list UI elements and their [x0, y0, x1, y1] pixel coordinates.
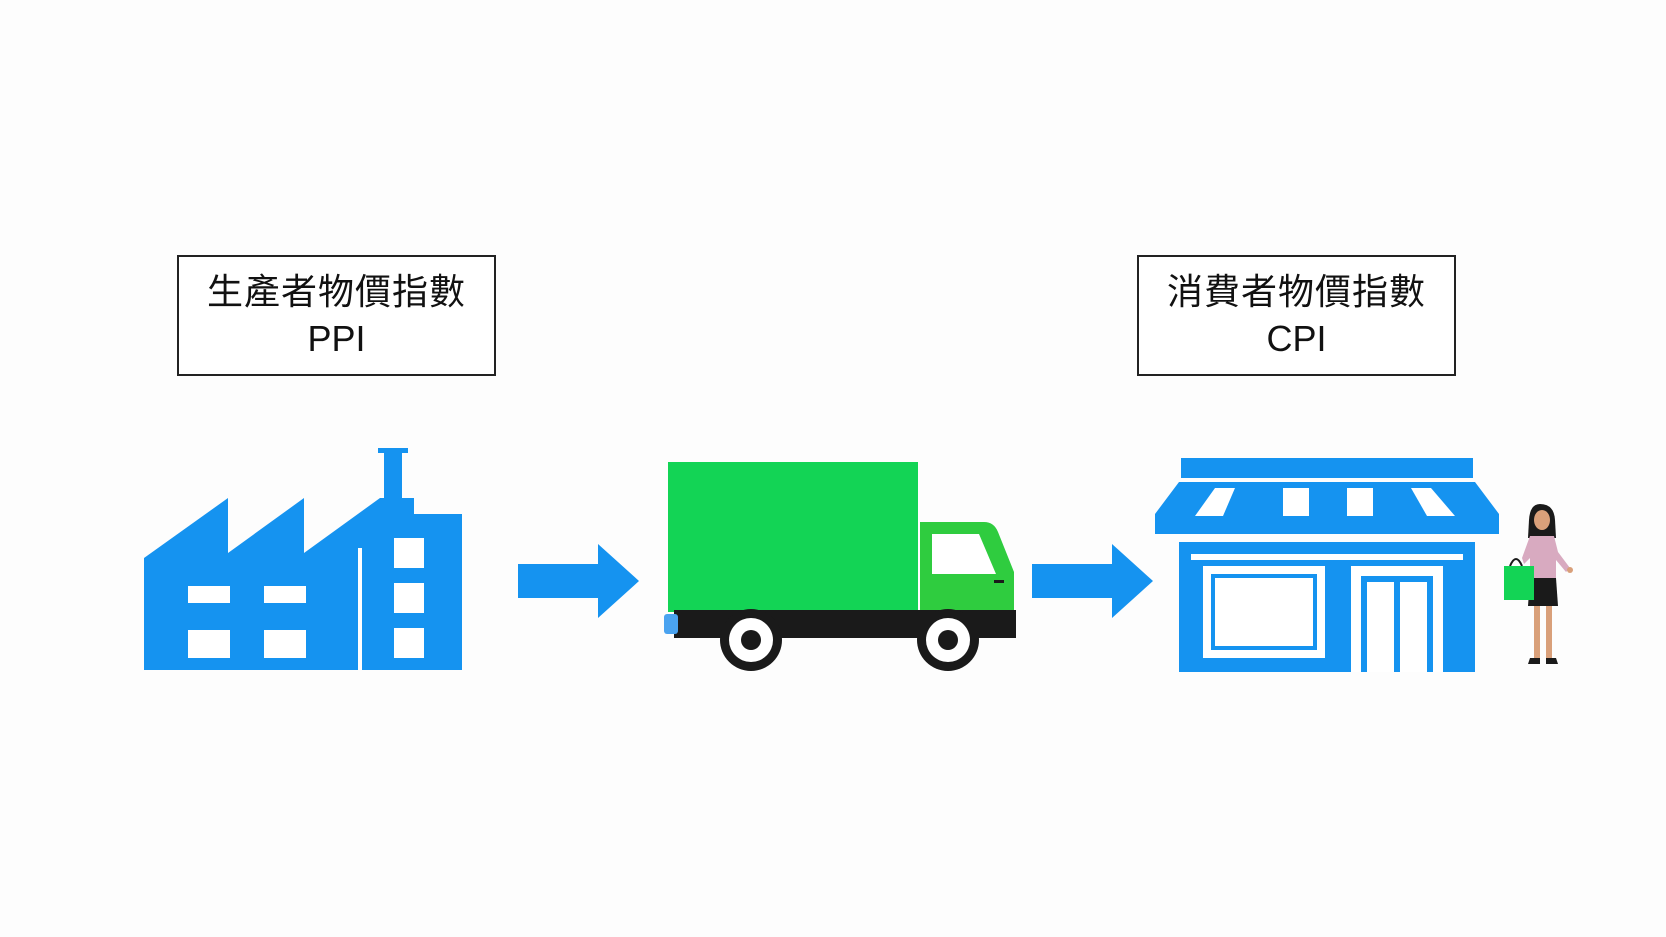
cpi-label-box: 消費者物價指數 CPI	[1137, 255, 1456, 376]
ppi-abbr: PPI	[307, 317, 366, 359]
factory-icon	[144, 448, 462, 670]
ppi-label-box: 生產者物價指數 PPI	[177, 255, 496, 376]
truck-icon	[664, 462, 1016, 671]
ppi-name: 生產者物價指數	[206, 271, 466, 313]
arrow-right-icon	[518, 544, 639, 618]
arrow-right-icon	[1032, 544, 1153, 618]
shopper-icon	[1504, 504, 1573, 664]
store-icon	[1155, 458, 1499, 672]
cpi-name: 消費者物價指數	[1166, 271, 1426, 313]
cpi-abbr: CPI	[1266, 317, 1327, 359]
